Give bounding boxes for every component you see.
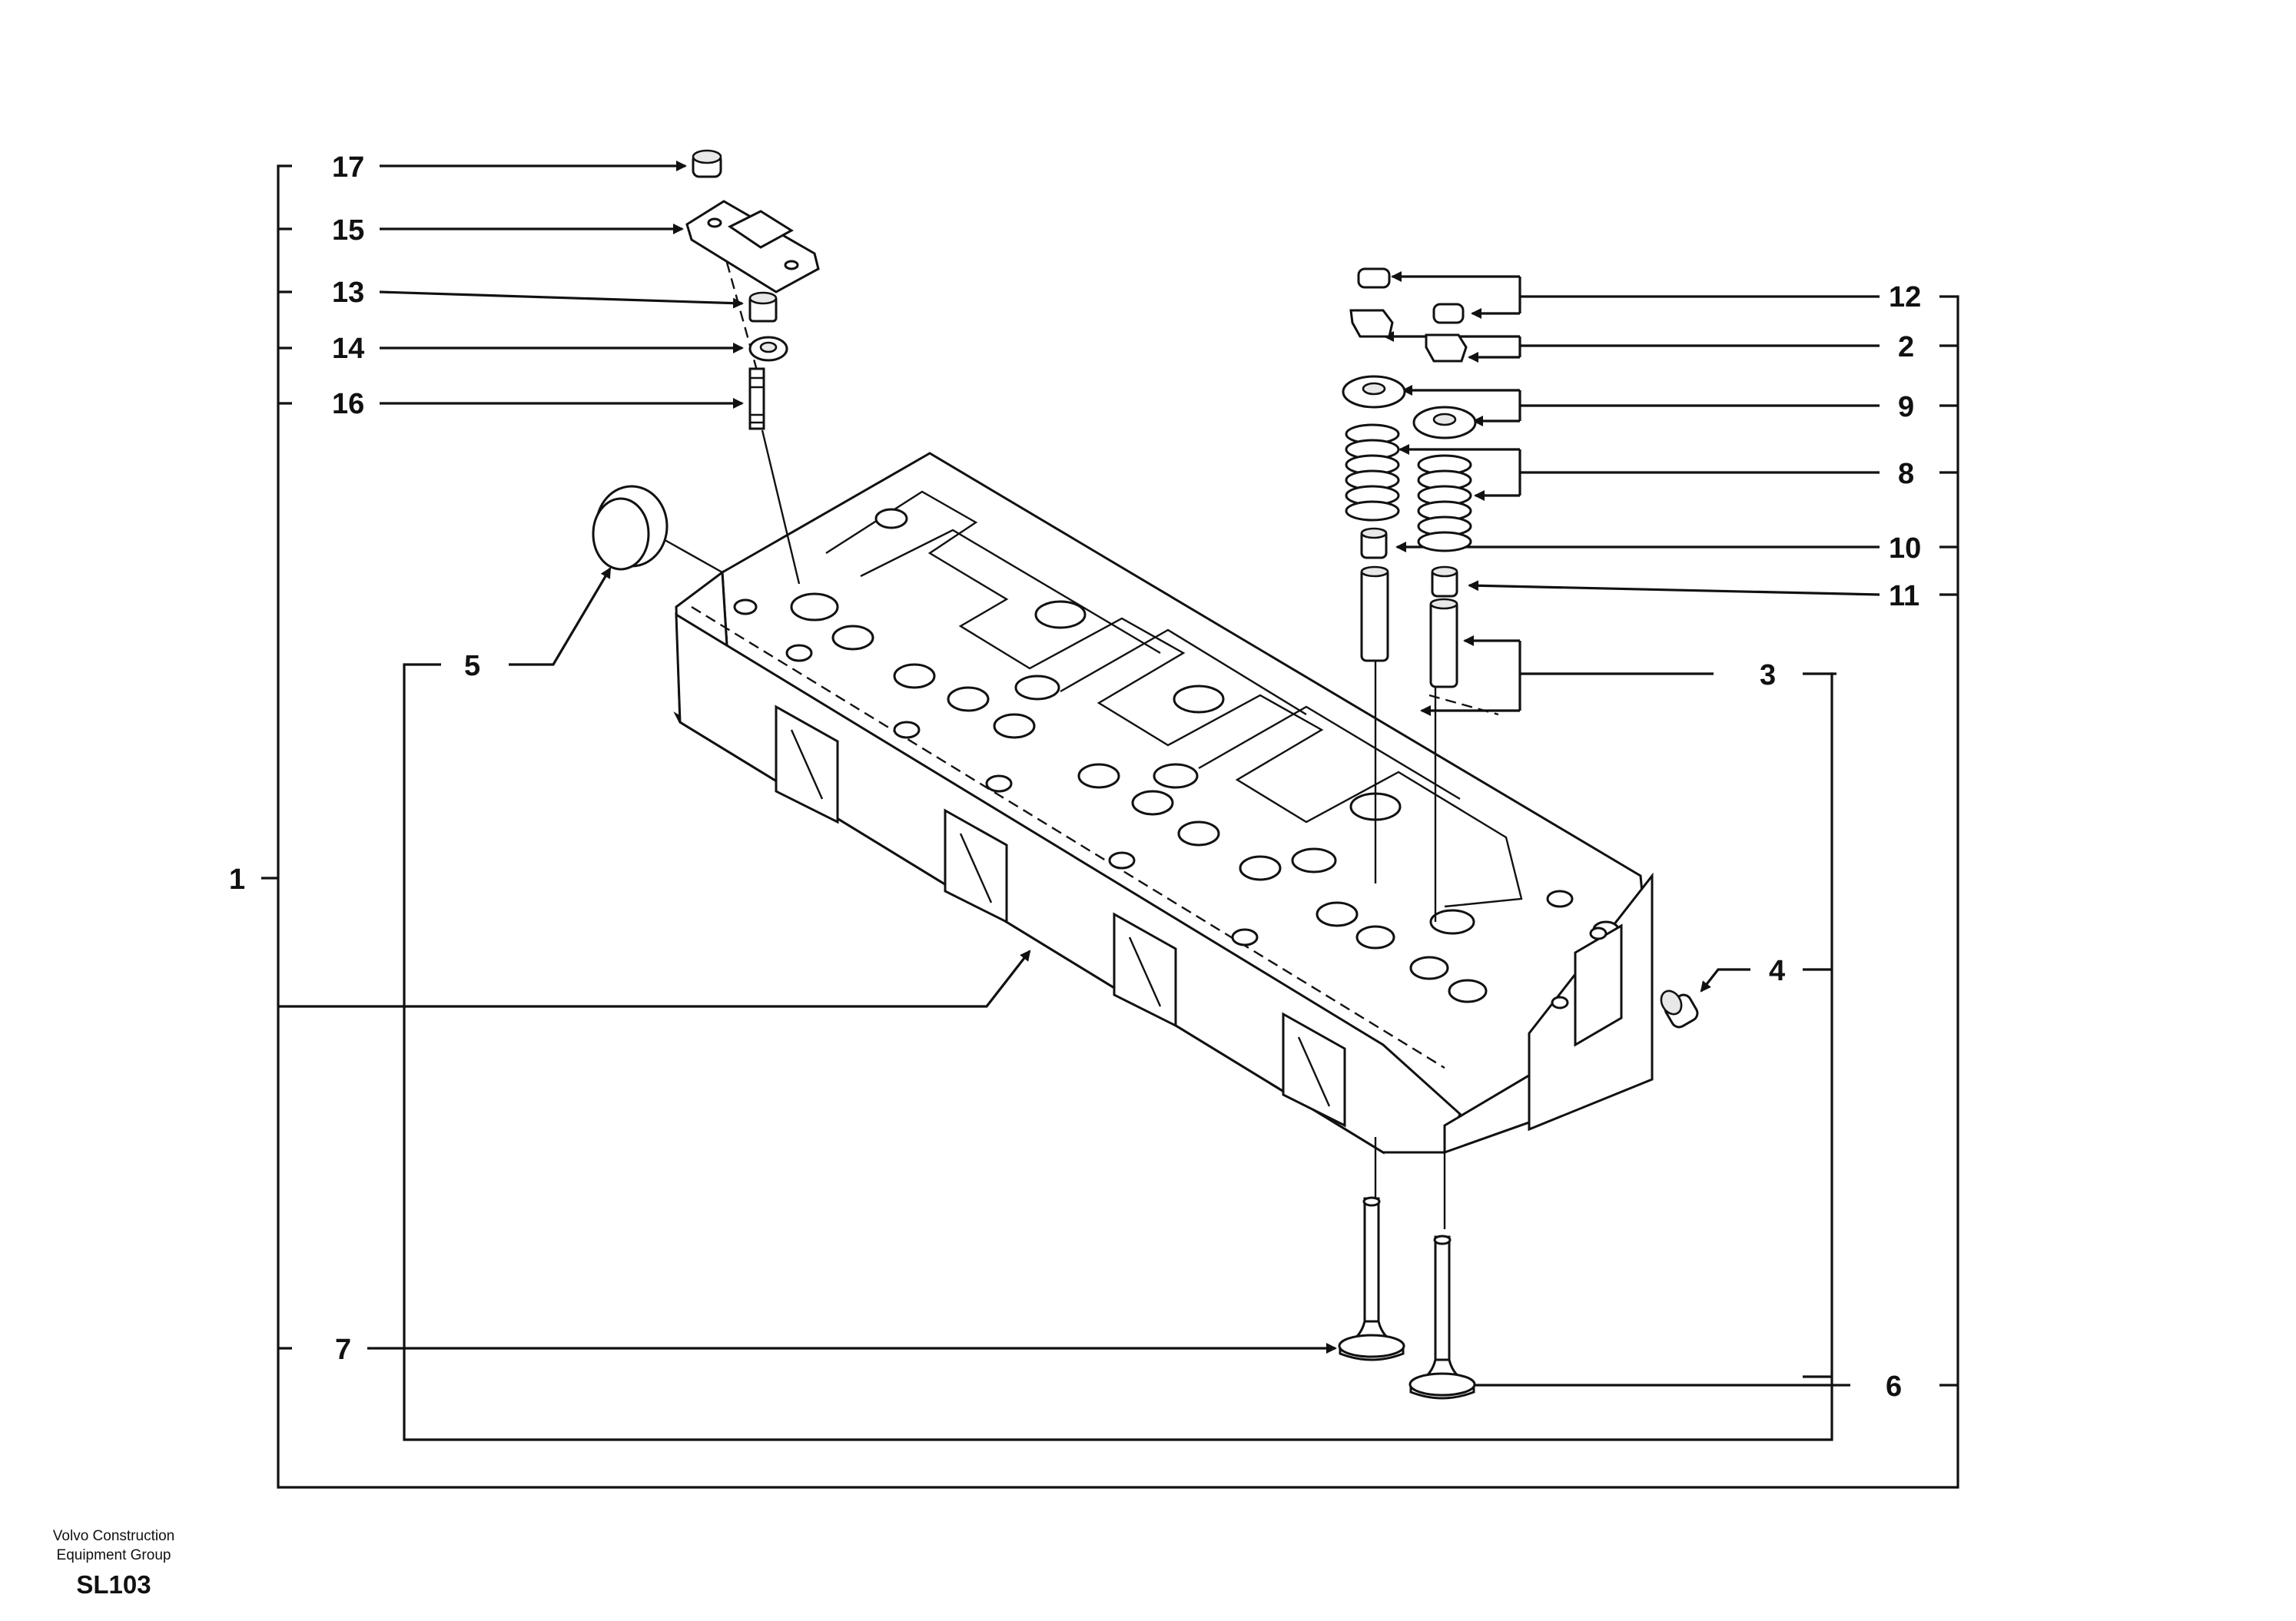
callout-10: 10 [1889,532,1921,565]
callout-4: 4 [1769,955,1785,987]
callout-13: 13 [332,277,364,309]
cylinder-head [673,452,1654,1155]
part-2-keepers [1349,309,1468,363]
callout-1: 1 [229,864,245,896]
part-5-plug [592,485,669,571]
callout-8: 8 [1898,458,1914,490]
part-15-bracket [685,200,820,293]
callout-7: 7 [335,1334,351,1366]
bracket-lines [261,164,1959,1489]
part-16-stud [748,367,765,430]
part-14-washer [748,336,788,362]
part-10-stem-seal [1360,527,1388,559]
part-8-valve-springs [1345,423,1472,552]
part-12-collets [1357,267,1465,324]
valve-axes [660,245,1499,1229]
callout-14: 14 [332,333,364,365]
callout-11: 11 [1889,580,1919,612]
callout-9: 9 [1898,391,1914,423]
company-name-line-2: Equipment Group [57,1547,171,1563]
company-name-line-1: Volvo Construction [53,1528,174,1544]
callout-5: 5 [464,650,480,682]
callout-6: 6 [1886,1371,1902,1403]
leader-lines [278,161,1880,1391]
callout-17: 17 [332,151,364,184]
part-7-valve [1338,1196,1405,1361]
callout-3: 3 [1760,659,1776,691]
callout-2: 2 [1898,331,1914,363]
part-6-valve [1408,1235,1476,1400]
part-13-sleeve [748,291,778,323]
drawing-code: SL103 [76,1570,151,1599]
part-11-stem-seal [1431,565,1458,598]
footer-block: Volvo Construction Equipment Group SL103 [53,1528,174,1599]
part-9-spring-retainers [1342,375,1477,439]
callout-16: 16 [332,388,364,420]
part-17-nut [692,149,722,178]
callout-12: 12 [1889,281,1921,313]
callout-labels: 17 15 13 14 16 5 1 7 6 12 2 9 8 10 11 3 … [229,151,1921,1403]
callout-15: 15 [332,214,364,247]
part-3-valve-guides [1360,565,1458,688]
part-4-plug [1660,990,1699,1029]
